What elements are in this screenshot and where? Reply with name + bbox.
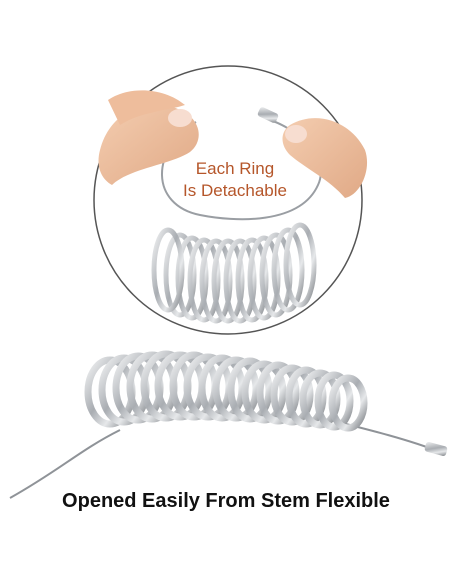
bottom-caption: Opened Easily From Stem Flexible <box>62 490 390 512</box>
ring-sizer-set <box>9 350 448 499</box>
callout-line-1: Each Ring <box>195 159 275 178</box>
left-hand <box>98 90 199 185</box>
detail-inset <box>93 65 368 335</box>
callout-line-2: Is Detachable <box>183 181 287 200</box>
hanging-rings <box>151 222 317 324</box>
right-hand <box>282 118 368 198</box>
detachable-callout: Each Ring Is Detachable <box>160 158 310 202</box>
